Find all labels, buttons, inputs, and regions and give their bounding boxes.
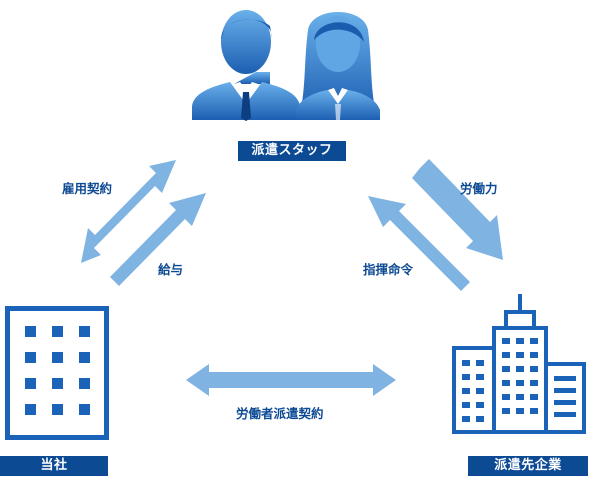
staff-people-icon — [192, 10, 380, 121]
employment-contract-arrow — [81, 160, 176, 263]
dispatch-contract-arrow — [186, 364, 396, 396]
male-person-icon — [192, 10, 300, 121]
female-person-icon — [296, 12, 380, 120]
labor-label: 労働力 — [460, 181, 498, 196]
employment-contract-label: 雇用契約 — [62, 181, 113, 196]
skyscraper-cluster-icon — [452, 294, 586, 434]
salary-arrow — [110, 193, 206, 286]
direction-label: 指揮命令 — [363, 262, 414, 277]
office-building-icon — [5, 306, 109, 440]
dispatch-contract-label: 労働者派遣契約 — [236, 406, 324, 421]
client-node-label: 派遣先企業 — [468, 456, 588, 476]
staff-node-label: 派遣スタッフ — [238, 141, 346, 161]
salary-label: 給与 — [158, 262, 184, 277]
direction-arrow — [368, 196, 470, 291]
labor-arrow — [412, 159, 503, 260]
company-node-label: 当社 — [0, 456, 108, 476]
